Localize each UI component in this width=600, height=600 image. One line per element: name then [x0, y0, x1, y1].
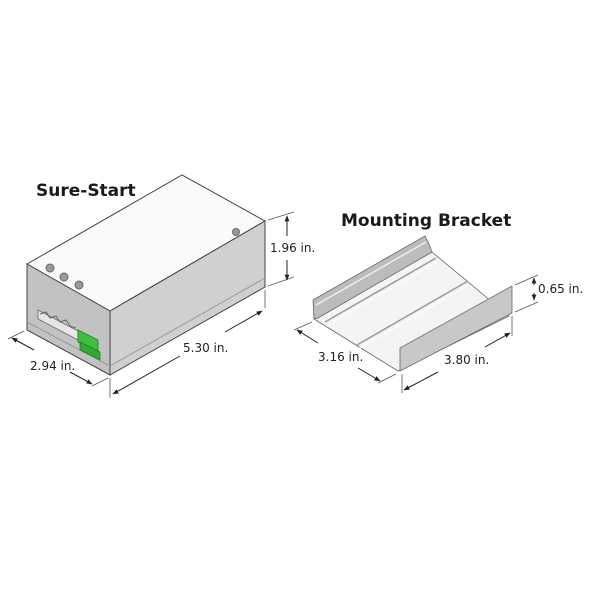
mounting-bracket-title: Mounting Bracket	[341, 211, 511, 231]
sure-start-title: Sure-Start	[36, 181, 136, 201]
bracket-length-label: 3.80 in.	[444, 353, 489, 367]
led-hole-icon	[45, 263, 55, 273]
bracket-height-label: 0.65 in.	[538, 282, 583, 296]
bracket-width-label: 3.16 in.	[318, 350, 363, 364]
mounting-bracket: 0.65 in. 3.80 in. 3.16 in. Mounting Brac…	[293, 211, 583, 393]
box-width-label: 2.94 in.	[30, 359, 75, 373]
box-side-face	[109, 220, 266, 376]
led-hole-icon	[59, 272, 69, 282]
sure-start-unit: 1.96 in. 5.30 in. 2.94 in. Sure-Start	[7, 174, 315, 398]
screw-hole-icon	[232, 228, 240, 236]
terminal-block-icon	[37, 309, 101, 361]
led-hole-icon	[74, 280, 84, 290]
box-height-label: 1.96 in.	[270, 241, 315, 255]
box-length-label: 5.30 in.	[183, 341, 228, 355]
bracket-back-wall	[312, 235, 433, 320]
